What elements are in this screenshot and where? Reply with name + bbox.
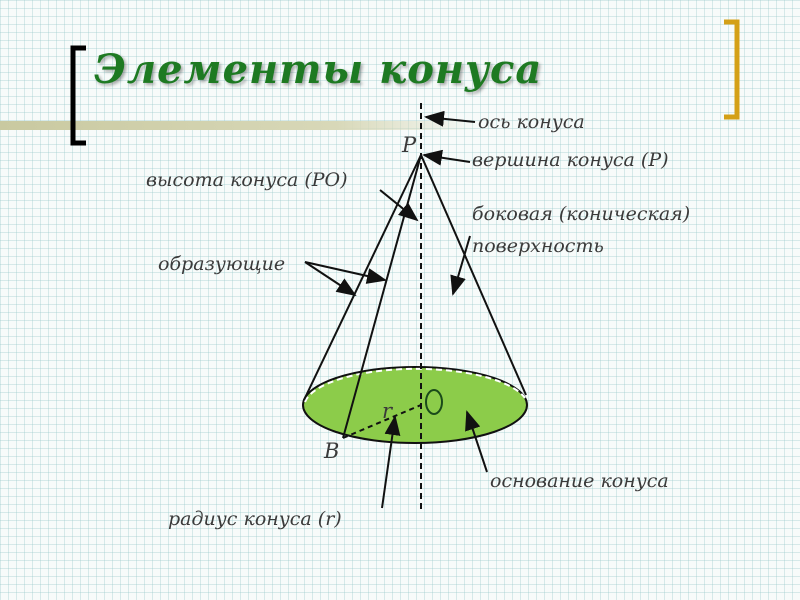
label-radius: радиус конуса (r) <box>168 508 342 530</box>
label-apex: вершина конуса (P) <box>472 149 669 171</box>
point-O <box>425 389 443 415</box>
label-generatrices: образующие <box>158 253 285 275</box>
label-base: основание конуса <box>490 470 669 492</box>
label-axis: ось конуса <box>478 111 585 133</box>
arrow-height <box>379 189 419 222</box>
label-height: высота конуса (PO) <box>146 169 348 191</box>
arrow-base <box>465 410 488 473</box>
arrow-generatrix-2 <box>304 261 357 297</box>
point-B: B <box>323 439 339 463</box>
left-bracket <box>70 45 86 146</box>
base-hidden-edge <box>304 367 526 403</box>
right-bracket <box>724 19 740 120</box>
arrow-radius <box>381 415 401 509</box>
label-lateral-2: поверхность <box>472 235 604 257</box>
point-P: P <box>401 133 417 157</box>
generatrix-left <box>303 154 422 401</box>
arrow-generatrix-1 <box>304 261 387 284</box>
generatrix-right <box>420 154 527 396</box>
page-title: Элементы конуса <box>94 46 543 93</box>
cone-base <box>302 366 528 444</box>
generatrix-PB <box>342 154 422 439</box>
title-underline-bar <box>0 121 480 130</box>
arrow-lateral <box>450 235 471 296</box>
label-lateral-1: боковая (коническая) <box>472 203 690 225</box>
arrow-apex <box>422 149 471 166</box>
arrow-axis <box>424 110 476 127</box>
